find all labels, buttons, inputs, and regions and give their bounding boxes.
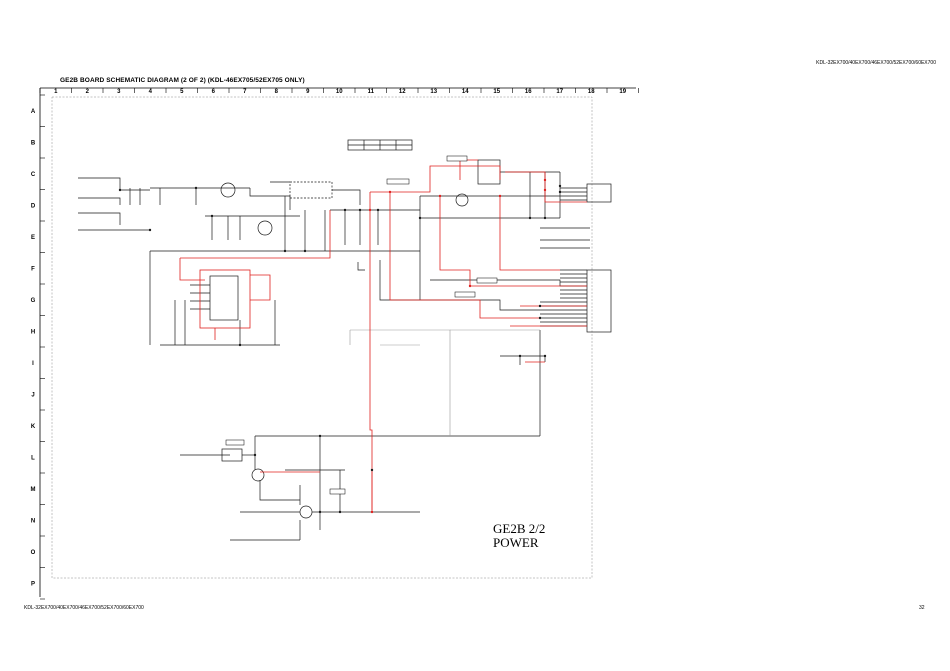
row-labels: A B C D E F G H I J K L M N O P [31,109,36,588]
board-stamp: GE2B 2/2 POWER [493,522,545,550]
row-label: F [31,266,35,272]
row-label: J [31,392,34,398]
row-label: N [31,518,35,524]
column-label: 6 [212,89,216,95]
diagram-frame [39,87,636,597]
row-label: G [31,298,36,304]
wires-gray [349,329,540,436]
column-label: 10 [336,89,343,95]
wires-black [78,139,612,541]
column-label: 3 [117,89,121,95]
row-ticks [40,94,45,600]
junction-dots [118,184,562,514]
column-label: 19 [619,89,626,95]
page-number: 32 [919,605,925,611]
column-label: 5 [180,89,184,95]
row-label: L [31,455,35,461]
column-label: 8 [275,89,279,95]
column-ticks [39,88,639,93]
model-footer: KDL-32EX700/40EX700/46EX700/52EX700/60EX… [24,605,144,611]
column-label: 1 [54,89,58,95]
column-label: 11 [368,89,375,95]
column-label: 16 [525,89,532,95]
column-label: 9 [306,89,310,95]
row-label: K [31,424,36,430]
row-label: E [31,235,35,241]
row-label: P [31,581,35,587]
column-label: 4 [149,89,153,95]
wires-red [179,159,587,512]
column-label: 13 [430,89,437,95]
row-label: C [31,172,36,178]
column-label: 18 [588,89,595,95]
row-label: O [31,550,36,556]
row-label: B [31,140,36,146]
board-stamp-line2: POWER [493,535,539,550]
row-label: H [31,329,35,335]
model-header: KDL-32EX700/40EX700/46EX700/52EX700/60EX… [816,60,936,66]
column-label: 12 [399,89,406,95]
junction-dots-red [368,178,547,514]
row-label: A [31,109,36,115]
row-label: D [31,203,36,209]
column-label: 2 [86,89,90,95]
page-title: GE2B BOARD SCHEMATIC DIAGRAM (2 OF 2) (K… [60,77,305,84]
column-label: 7 [243,89,247,95]
board-stamp-line1: GE2B 2/2 [493,521,546,536]
row-label: M [31,487,36,493]
column-label: 15 [493,89,500,95]
label-boxes [225,155,498,495]
column-label: 17 [556,89,563,95]
column-label: 14 [462,89,469,95]
row-label: I [32,361,34,367]
